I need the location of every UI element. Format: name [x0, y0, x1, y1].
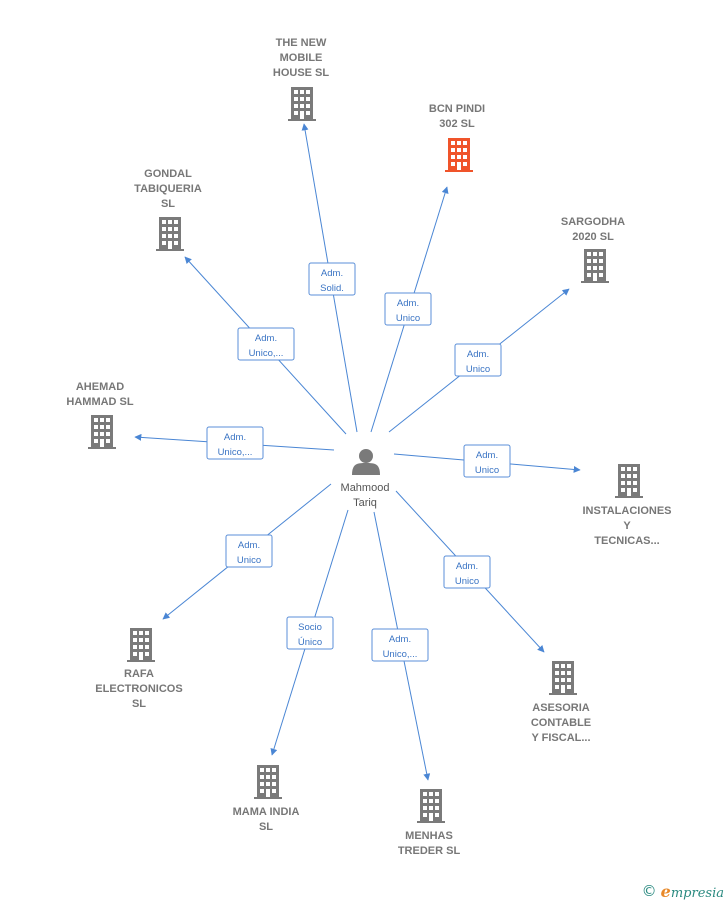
building-icon — [156, 217, 184, 251]
building-icon — [288, 87, 316, 121]
company-node-mama-india[interactable]: MAMA INDIA SL — [233, 765, 300, 833]
company-label: AHEMAD — [76, 381, 124, 393]
role-box-frame — [371, 628, 429, 662]
role-box-frame — [237, 327, 295, 361]
role-text: Adm. — [238, 540, 260, 551]
company-label: SL — [161, 198, 175, 210]
company-label: SL — [132, 698, 146, 710]
company-node-asesoria[interactable]: ASESORIA CONTABLE Y FISCAL... — [531, 661, 591, 744]
role-text: Adm. — [456, 561, 478, 572]
building-icon — [254, 765, 282, 799]
company-node-bcn-pindi[interactable]: BCN PINDI 302 SL — [429, 103, 485, 172]
copyright-icon: © — [641, 882, 657, 900]
role-text: Unico,... — [218, 447, 253, 458]
company-node-gondal[interactable]: GONDAL TABIQUERIA SL — [134, 168, 202, 251]
building-icon — [549, 661, 577, 695]
company-node-instalaciones[interactable]: INSTALACIONES Y TECNICAS... — [582, 464, 672, 547]
role-text: Unico — [237, 555, 261, 566]
role-box-frame — [384, 292, 432, 326]
company-label: CONTABLE — [531, 717, 591, 729]
role-text: Unico — [396, 313, 420, 324]
role-box-asesoria[interactable]: Adm. Unico — [443, 555, 491, 589]
company-label: RAFA — [124, 668, 154, 680]
role-box-menhas[interactable]: Adm. Unico,... — [371, 628, 429, 662]
footer-brand: © empresia — [642, 881, 724, 901]
role-text: Adm. — [397, 298, 419, 309]
person-label: Mahmood — [341, 482, 390, 494]
role-text: Adm. — [255, 333, 277, 344]
building-icon — [88, 415, 116, 449]
company-label: 2020 SL — [572, 231, 614, 243]
role-box-the-new-mobile[interactable]: Adm. Solid. — [308, 262, 356, 296]
person-label: Tariq — [353, 497, 377, 509]
role-box-frame — [454, 343, 502, 377]
company-label: 302 SL — [439, 118, 475, 130]
company-label: TABIQUERIA — [134, 183, 202, 195]
role-text: Adm. — [321, 268, 343, 279]
company-label: GONDAL — [144, 168, 192, 180]
role-box-frame — [308, 262, 356, 296]
role-text: Unico,... — [249, 348, 284, 359]
company-node-menhas[interactable]: MENHAS TREDER SL — [398, 789, 461, 857]
company-label: THE NEW — [276, 37, 327, 49]
role-box-rafa[interactable]: Adm. Unico — [225, 534, 273, 568]
company-label: MENHAS — [405, 830, 453, 842]
company-label: TREDER SL — [398, 845, 461, 857]
company-label: Y FISCAL... — [531, 732, 590, 744]
company-node-rafa[interactable]: RAFA ELECTRONICOS SL — [95, 628, 183, 710]
role-box-ahemad[interactable]: Adm. Unico,... — [206, 426, 264, 460]
role-text: Adm. — [467, 349, 489, 360]
role-box-frame — [463, 444, 511, 478]
role-text: Adm. — [224, 432, 246, 443]
role-text: Unico — [475, 465, 499, 476]
role-text: Socio — [298, 622, 322, 633]
company-label: Y — [623, 520, 631, 532]
role-box-frame — [206, 426, 264, 460]
role-text: Adm. — [476, 450, 498, 461]
role-box-instalaciones[interactable]: Adm. Unico — [463, 444, 511, 478]
building-icon — [581, 249, 609, 283]
building-icon — [615, 464, 643, 498]
role-text: Unico — [455, 576, 479, 587]
role-text: Solid. — [320, 283, 344, 294]
role-box-sargodha[interactable]: Adm. Unico — [454, 343, 502, 377]
brand-logo: empresia — [660, 881, 724, 901]
role-text: Unico,... — [383, 649, 418, 660]
company-node-ahemad[interactable]: AHEMAD HAMMAD SL — [66, 381, 134, 449]
company-label: ELECTRONICOS — [95, 683, 182, 695]
edges-layer — [134, 123, 581, 781]
role-box-gondal[interactable]: Adm. Unico,... — [237, 327, 295, 361]
role-text: Unico — [466, 364, 490, 375]
role-box-frame — [286, 616, 334, 650]
role-text: Adm. — [389, 634, 411, 645]
nodes-layer: THE NEW MOBILE HOUSE SL BCN PINDI 302 SL GOND… — [66, 37, 671, 857]
role-box-bcn-pindi[interactable]: Adm. Unico — [384, 292, 432, 326]
role-box-frame — [443, 555, 491, 589]
company-label: MOBILE — [280, 52, 323, 64]
role-box-frame — [225, 534, 273, 568]
company-label: SARGODHA — [561, 216, 625, 228]
company-label: MAMA INDIA — [233, 806, 300, 818]
building-icon — [445, 138, 473, 172]
role-boxes-layer: Adm.Solid.Adm.UnicoAdm.Unico,...Adm.Unic… — [206, 262, 511, 662]
person-icon — [352, 449, 380, 475]
company-node-sargodha[interactable]: SARGODHA 2020 SL — [561, 216, 625, 283]
company-label: TECNICAS... — [594, 535, 659, 547]
company-label: BCN PINDI — [429, 103, 485, 115]
company-label: HOUSE SL — [273, 67, 330, 79]
role-text: Único — [298, 637, 322, 648]
company-label: ASESORIA — [532, 702, 590, 714]
company-label: HAMMAD SL — [66, 396, 133, 408]
building-icon — [127, 628, 155, 662]
building-icon — [417, 789, 445, 823]
company-label: INSTALACIONES — [582, 505, 671, 517]
company-label: SL — [259, 821, 273, 833]
company-node-the-new-mobile[interactable]: THE NEW MOBILE HOUSE SL — [273, 37, 330, 121]
